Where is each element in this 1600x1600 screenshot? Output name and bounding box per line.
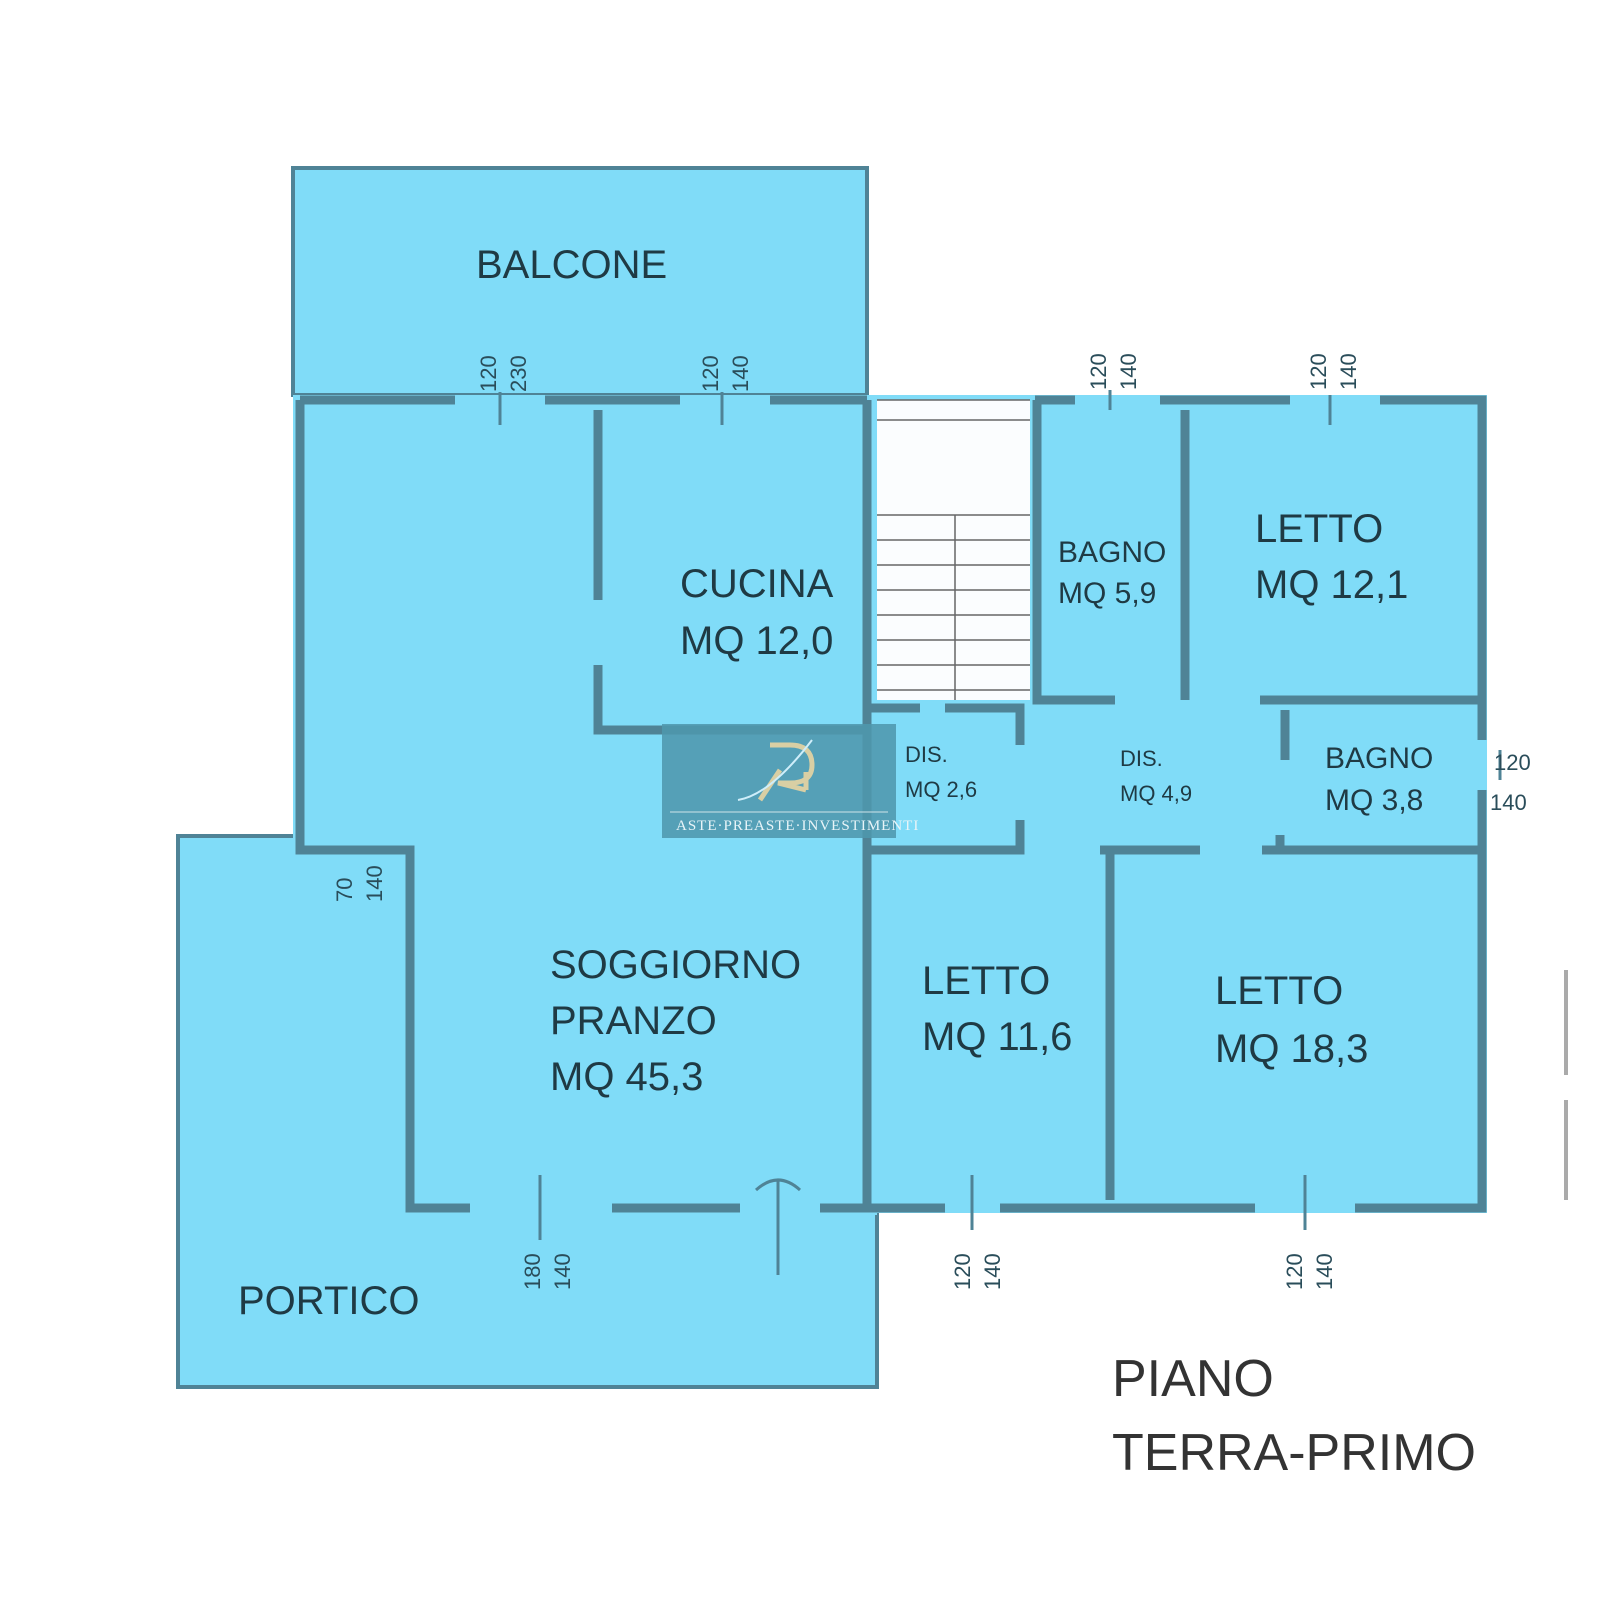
svg-text:120: 120 — [476, 355, 501, 392]
label-cucina: CUCINA — [680, 562, 834, 606]
plan-title-line1: PIANO — [1112, 1350, 1274, 1408]
svg-text:120: 120 — [1494, 750, 1531, 775]
label-bagno1-area: MQ 5,9 — [1058, 577, 1156, 610]
svg-text:230: 230 — [506, 355, 531, 392]
label-bagno2-area: MQ 3,8 — [1325, 784, 1423, 817]
svg-text:120: 120 — [1282, 1253, 1307, 1290]
dimension-labels: 120 230 120 140 120 140 120 140 120 140 … — [332, 353, 1531, 1290]
label-soggiorno: SOGGIORNO — [550, 943, 801, 987]
label-letto2: LETTO — [922, 959, 1050, 1003]
svg-text:140: 140 — [362, 865, 387, 902]
label-dis1-area: MQ 2,6 — [905, 777, 977, 802]
label-letto1-area: MQ 12,1 — [1255, 563, 1408, 607]
plan-title-line2: TERRA-PRIMO — [1112, 1424, 1476, 1482]
label-pranzo: PRANZO — [550, 999, 717, 1043]
label-portico: PORTICO — [238, 1279, 420, 1323]
svg-text:120: 120 — [1306, 353, 1331, 390]
label-dis1: DIS. — [905, 742, 948, 767]
svg-text:180: 180 — [520, 1253, 545, 1290]
label-cucina-area: MQ 12,0 — [680, 619, 833, 663]
label-balcone: BALCONE — [476, 243, 667, 287]
label-letto1: LETTO — [1255, 507, 1383, 551]
label-dis2: DIS. — [1120, 746, 1163, 771]
svg-text:140: 140 — [1336, 353, 1361, 390]
watermark-text: ASTE·PREASTE·INVESTIMENTI — [676, 818, 919, 834]
balcone-area — [291, 166, 869, 397]
svg-text:70: 70 — [332, 878, 357, 902]
watermark: ASTE·PREASTE·INVESTIMENTI — [662, 724, 919, 838]
svg-text:140: 140 — [550, 1253, 575, 1290]
label-letto3: LETTO — [1215, 969, 1343, 1013]
svg-text:120: 120 — [950, 1253, 975, 1290]
label-letto2-area: MQ 11,6 — [922, 1015, 1072, 1059]
svg-text:120: 120 — [1086, 353, 1111, 390]
svg-text:140: 140 — [980, 1253, 1005, 1290]
svg-text:120: 120 — [698, 355, 723, 392]
svg-text:140: 140 — [728, 355, 753, 392]
stair-steps — [877, 399, 1030, 700]
label-dis2-area: MQ 4,9 — [1120, 781, 1192, 806]
stair-area — [877, 400, 1030, 700]
label-bagno1: BAGNO — [1058, 536, 1166, 569]
label-bagno2: BAGNO — [1325, 742, 1433, 775]
svg-text:140: 140 — [1312, 1253, 1337, 1290]
svg-text:140: 140 — [1116, 353, 1141, 390]
label-soggiorno-area: MQ 45,3 — [550, 1055, 703, 1099]
svg-text:140: 140 — [1490, 790, 1527, 815]
label-letto3-area: MQ 18,3 — [1215, 1027, 1368, 1071]
